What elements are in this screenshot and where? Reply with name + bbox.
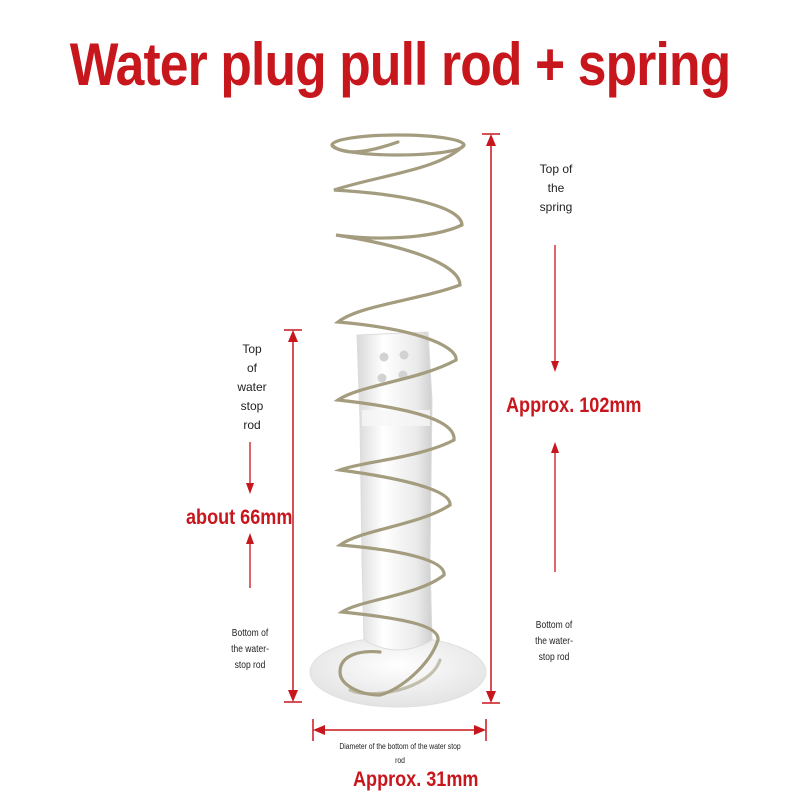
page-title: Water plug pull rod + spring [69, 31, 731, 98]
rod-height-measurement: about 66mm [186, 506, 293, 529]
diameter-caption: Diameter of the bottom of the water stop… [339, 742, 461, 765]
rod-height-arrow [284, 329, 302, 703]
rod-top-pointer [246, 442, 254, 588]
rod-bottom-label-right: Bottom of the water- stop rod [535, 620, 573, 663]
spring-top-pointer [551, 245, 559, 572]
diameter-measurement: Approx. 31mm [353, 768, 479, 791]
rod-bottom-label-left: Bottom of the water- stop rod [231, 628, 269, 671]
spring-height-arrow [482, 133, 500, 704]
spring-top-label: Top of the spring [539, 162, 573, 214]
diameter-arrow [312, 719, 487, 741]
spring-height-measurement: Approx. 102mm [506, 394, 642, 417]
rod-top-label: Top of water stop rod [237, 342, 267, 432]
coil-spring [330, 133, 466, 697]
